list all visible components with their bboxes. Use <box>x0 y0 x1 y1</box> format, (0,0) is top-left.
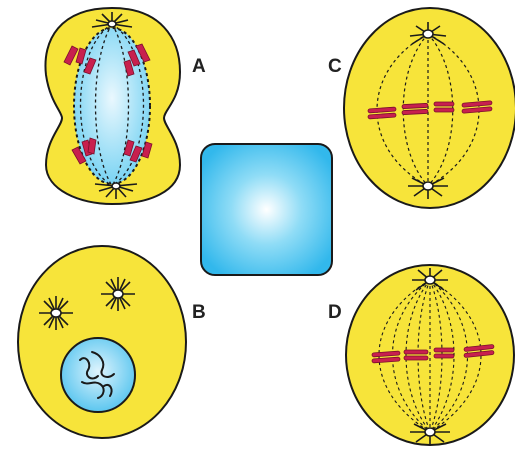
cell-c-membrane <box>343 7 515 209</box>
label-d: D <box>328 302 342 323</box>
chromatin <box>79 351 115 399</box>
cell-a <box>44 6 182 206</box>
center-square <box>200 143 333 276</box>
aster-icon <box>94 182 138 199</box>
label-a: A <box>192 56 206 77</box>
label-c: C <box>328 56 342 77</box>
aster-icon <box>39 296 73 330</box>
aster-icon <box>101 277 135 311</box>
cell-b <box>17 245 187 439</box>
cell-c <box>343 7 515 209</box>
chromosome-icon <box>367 100 493 120</box>
aster-icon <box>408 177 448 199</box>
aster-icon <box>91 12 133 28</box>
label-b: B <box>192 302 206 323</box>
chromosome-icon <box>63 43 153 165</box>
aster-icon <box>410 423 450 445</box>
chromosome-icon <box>371 344 495 364</box>
cell-a-spindle <box>79 23 145 187</box>
aster-icon <box>409 22 447 45</box>
aster-icon <box>412 268 448 291</box>
cell-d-spindle <box>378 279 482 433</box>
cell-d <box>345 264 515 446</box>
